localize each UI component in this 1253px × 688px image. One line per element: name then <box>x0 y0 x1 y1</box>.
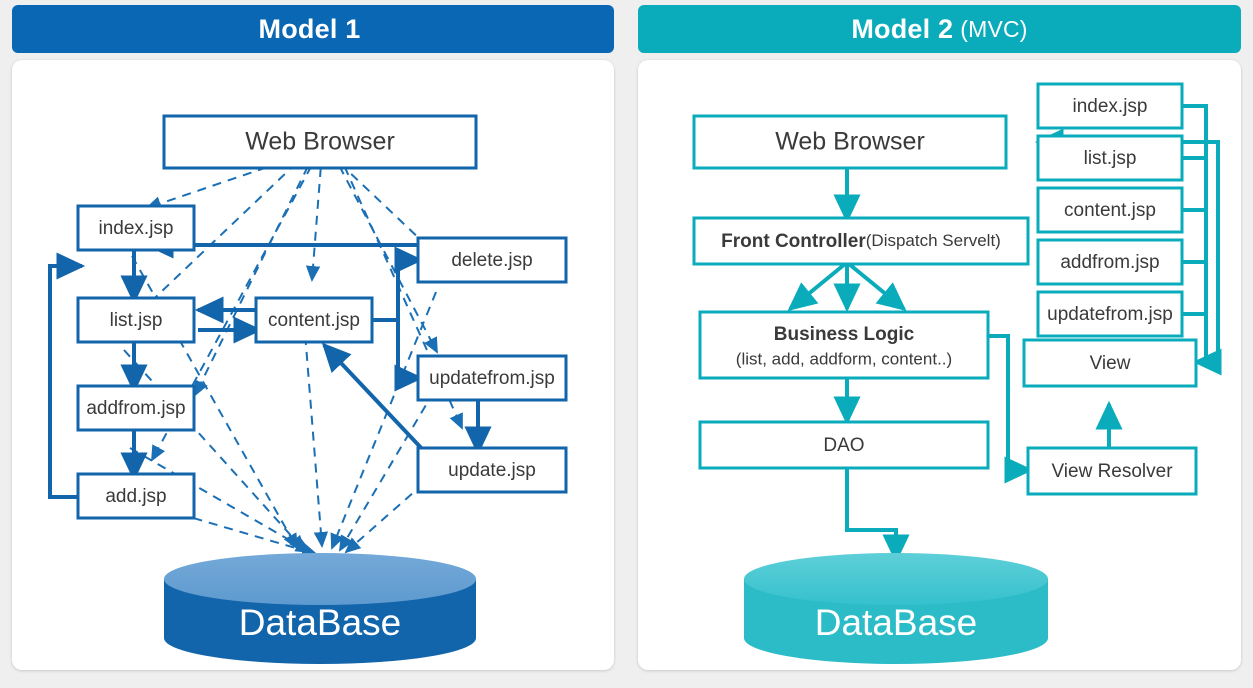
node-web-browser[interactable]: Web Browser <box>162 114 478 170</box>
model-2-nodes: Web Browser Front Controller(Dispatch Se… <box>692 82 1198 664</box>
node-database-label: DataBase <box>815 602 978 643</box>
list-item-content-jsp-label: content.jsp <box>1064 200 1156 221</box>
front-controller-main: Front Controller <box>721 231 866 252</box>
node-web-browser[interactable]: Web Browser <box>692 114 1008 170</box>
node-list-jsp-label: list.jsp <box>110 310 163 331</box>
panel-model-1-title: Model 1 <box>258 13 361 44</box>
panel-model-1: Model 1 <box>0 0 626 688</box>
panel-model-2-subtitle: (MVC) <box>960 15 1028 42</box>
model-2-jsp-bracket <box>1182 104 1222 376</box>
node-database[interactable]: DataBase <box>164 553 476 664</box>
node-view[interactable]: View <box>1022 338 1198 388</box>
node-addfrom-jsp[interactable]: addfrom.jsp <box>76 384 196 432</box>
list-item-index-jsp[interactable]: index.jsp <box>1036 82 1184 130</box>
list-item-list-jsp[interactable]: list.jsp <box>1036 134 1184 182</box>
panel-model-2-header: Model 2 (MVC) <box>638 5 1241 53</box>
node-update-jsp[interactable]: update.jsp <box>416 446 568 494</box>
node-front-controller[interactable]: Front Controller(Dispatch Servelt) <box>692 216 1030 266</box>
node-index-jsp-label: index.jsp <box>99 218 174 239</box>
node-updatefrom-jsp[interactable]: updatefrom.jsp <box>416 354 568 402</box>
node-update-jsp-label: update.jsp <box>448 460 536 481</box>
model-2-diagram: Web Browser Front Controller(Dispatch Se… <box>692 82 1222 664</box>
list-item-content-jsp[interactable]: content.jsp <box>1036 186 1184 234</box>
list-item-list-jsp-label: list.jsp <box>1084 148 1137 169</box>
panel-model-2: Model 2 (MVC) <box>626 0 1253 688</box>
node-web-browser-label: Web Browser <box>775 128 925 156</box>
node-dao-label: DAO <box>823 435 864 456</box>
list-item-updatefrom-jsp[interactable]: updatefrom.jsp <box>1036 290 1184 338</box>
node-content-jsp[interactable]: content.jsp <box>254 296 374 344</box>
node-delete-jsp[interactable]: delete.jsp <box>416 236 568 284</box>
panel-model-2-body: Web Browser Front Controller(Dispatch Se… <box>638 60 1241 670</box>
jsp-list: index.jsp list.jsp content.jsp addf <box>1036 82 1184 338</box>
panel-model-2-title: Model 2 <box>851 13 954 44</box>
node-view-resolver[interactable]: View Resolver <box>1026 446 1198 496</box>
model-1-nodes: Web Browser index.jsp list.jsp content.j… <box>76 114 568 664</box>
node-database[interactable]: DataBase <box>744 553 1048 664</box>
list-item-updatefrom-jsp-label: updatefrom.jsp <box>1047 304 1173 325</box>
model-1-solid-edges <box>48 231 510 499</box>
node-database-label: DataBase <box>239 602 402 643</box>
list-item-index-jsp-label: index.jsp <box>1073 96 1148 117</box>
node-add-jsp-label: add.jsp <box>105 486 166 507</box>
node-index-jsp[interactable]: index.jsp <box>76 204 196 252</box>
node-view-label: View <box>1090 353 1131 374</box>
node-list-jsp[interactable]: list.jsp <box>76 296 196 344</box>
panel-model-1-header: Model 1 <box>12 5 614 53</box>
node-business-logic[interactable]: Business Logic (list, add, addform, cont… <box>698 310 990 380</box>
node-add-jsp[interactable]: add.jsp <box>76 472 196 520</box>
node-business-logic-label: Business Logic <box>774 324 915 345</box>
node-delete-jsp-label: delete.jsp <box>451 250 532 271</box>
node-dao[interactable]: DAO <box>698 420 990 470</box>
front-controller-sub: (Dispatch Servelt) <box>866 231 1001 250</box>
list-item-addfrom-jsp-label: addfrom.jsp <box>1060 252 1159 273</box>
node-view-resolver-label: View Resolver <box>1051 461 1173 482</box>
node-addfrom-jsp-label: addfrom.jsp <box>86 398 185 419</box>
node-business-logic-sublabel: (list, add, addform, content..) <box>736 349 952 368</box>
node-content-jsp-label: content.jsp <box>268 310 360 331</box>
node-web-browser-label: Web Browser <box>245 128 395 156</box>
list-item-addfrom-jsp[interactable]: addfrom.jsp <box>1036 238 1184 286</box>
node-updatefrom-jsp-label: updatefrom.jsp <box>429 368 555 389</box>
panel-model-1-body: Web Browser index.jsp list.jsp content.j… <box>12 60 614 670</box>
node-front-controller-label: Front Controller(Dispatch Servelt) <box>721 231 1001 252</box>
model-1-diagram: Web Browser index.jsp list.jsp content.j… <box>48 114 568 664</box>
